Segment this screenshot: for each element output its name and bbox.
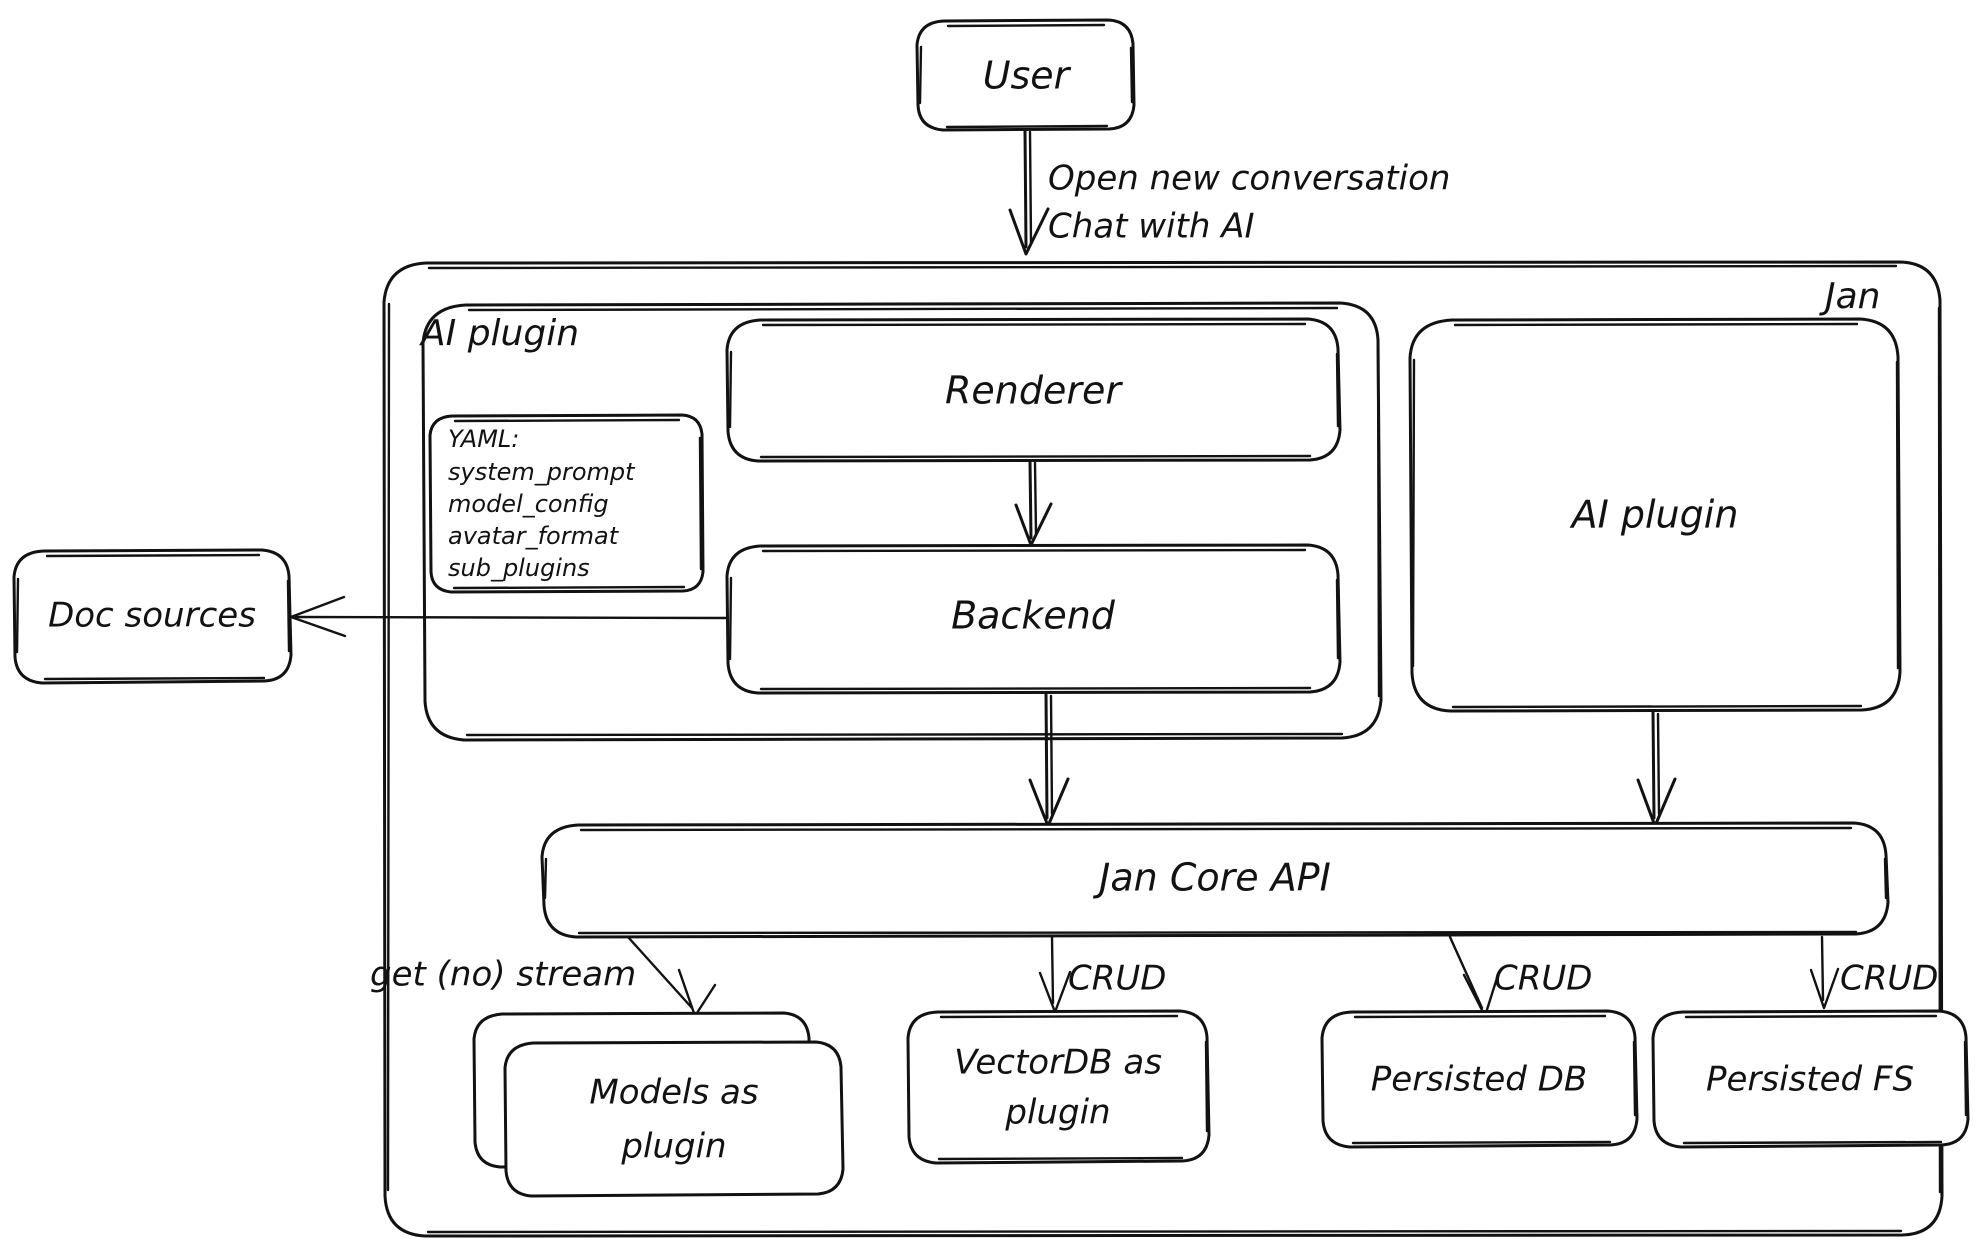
node-vectordb-plugin[interactable]: VectorDB as plugin (906, 1009, 1211, 1165)
node-persisted-db[interactable]: Persisted DB (1320, 1009, 1639, 1149)
edge-line-coreapi-vectordb (1050, 935, 1055, 1005)
edge-core-api-to-persisted-db: CRUD (1448, 935, 1592, 1018)
persisted-fs-box-outline (1651, 1009, 1970, 1149)
node-models-plugin[interactable]: Models as plugin (472, 1011, 845, 1198)
node-doc-sources[interactable]: Doc sources (12, 548, 293, 685)
node-jan-core-api[interactable]: Jan Core API (540, 821, 1890, 939)
arrowhead-coreapi-persistedfs (1809, 967, 1840, 1010)
group-label-jan: Jan (1819, 276, 1881, 317)
edge-line-backend-docsources (294, 615, 729, 620)
edge-core-api-to-vectordb: CRUD (1038, 935, 1166, 1014)
edge-line-aiplugin-coreapi (1651, 709, 1656, 820)
node-label-doc-sources: Doc sources (48, 596, 256, 636)
edge-line-backend-coreapi-overlay (1049, 694, 1054, 816)
edge-line-aiplugin-coreapi-overlay (1656, 712, 1661, 816)
renderer-box-outline (725, 317, 1342, 463)
ai-plugin-container-sketch-overlay (465, 306, 1381, 737)
node-label-vectordb-line1: VectorDB as (954, 1043, 1162, 1083)
backend-box-outline (725, 543, 1342, 695)
node-label-backend: Backend (951, 594, 1116, 638)
arrowhead-user-renderer (1008, 207, 1050, 256)
node-renderer[interactable]: Renderer (725, 317, 1342, 463)
doc-sources-box-sketch-overlay (15, 553, 291, 681)
jan-core-api-box-sketch-overlay (543, 826, 1888, 935)
yaml-title: YAML: (448, 425, 519, 453)
group-label-ai-plugin: AI plugin (419, 313, 579, 354)
node-label-models-plugin-line2: plugin (620, 1127, 726, 1167)
arrowhead-backend-docsources (289, 595, 347, 638)
models-plugin-box-front (503, 1040, 845, 1198)
node-label-jan-core-api: Jan Core API (1092, 856, 1331, 900)
renderer-box-sketch-overlay (728, 322, 1340, 459)
yaml-key-sub-plugins: sub_plugins (448, 554, 590, 582)
edge-label-crud-vectordb: CRUD (1068, 959, 1166, 999)
backend-box-sketch-overlay (728, 548, 1340, 691)
node-persisted-fs[interactable]: Persisted FS (1651, 1009, 1970, 1149)
edge-backend-to-doc-sources (289, 595, 729, 638)
edge-line-coreapi-models (626, 935, 694, 1010)
yaml-key-avatar-format: avatar_format (448, 522, 620, 550)
edge-line-user-renderer-overlay (1028, 130, 1033, 245)
edge-core-api-to-models: get (no) stream (370, 935, 717, 1018)
yaml-key-system-prompt: system_prompt (448, 458, 636, 486)
user-box-outline (915, 18, 1136, 132)
edge-line-backend-coreapi (1044, 691, 1049, 820)
node-label-vectordb-line2: plugin (1004, 1093, 1110, 1133)
edge-line-user-renderer (1023, 128, 1028, 249)
persisted-db-box-sketch-overlay (1351, 1014, 1637, 1145)
edge-core-api-to-persisted-fs: CRUD (1809, 935, 1938, 1010)
node-label-renderer: Renderer (945, 369, 1123, 413)
doc-sources-box-outline (12, 548, 293, 685)
node-label-models-plugin-line1: Models as (589, 1073, 758, 1113)
jan-container-sketch-overlay (386, 264, 1942, 1234)
edge-label-chat-with-ai: Chat with AI (1048, 207, 1255, 247)
edge-user-to-renderer: Open new conversation Chat with AI (1008, 128, 1450, 256)
node-backend[interactable]: Backend (725, 543, 1342, 695)
edge-label-crud-persisted-db: CRUD (1494, 959, 1592, 999)
ai-plugin-right-box-outline (1408, 317, 1902, 713)
node-yaml-config[interactable]: YAML: system_prompt model_config avatar_… (428, 413, 705, 594)
edge-line-renderer-backend-overlay (1033, 461, 1038, 536)
ai-plugin-right-box-sketch-overlay (1411, 322, 1900, 709)
node-label-user: User (983, 54, 1072, 98)
user-box-sketch-overlay (918, 23, 1134, 129)
vectordb-plugin-box-outline (906, 1009, 1211, 1165)
yaml-key-model-config: model_config (448, 490, 609, 518)
edge-line-renderer-backend (1028, 459, 1033, 540)
jan-core-api-box-outline (540, 821, 1890, 939)
edge-label-open-conversation: Open new conversation (1048, 159, 1450, 199)
node-ai-plugin-right[interactable]: AI plugin (1408, 317, 1902, 713)
node-label-persisted-db: Persisted DB (1371, 1060, 1587, 1100)
node-label-persisted-fs: Persisted FS (1706, 1060, 1914, 1100)
edge-line-coreapi-persistedfs (1820, 935, 1825, 1002)
persisted-fs-box-sketch-overlay (1682, 1014, 1968, 1145)
yaml-box-sketch-overlay (452, 418, 703, 590)
edge-label-get-no-stream: get (no) stream (370, 955, 636, 995)
persisted-db-box-outline (1320, 1009, 1639, 1149)
edge-label-crud-persisted-fs: CRUD (1840, 959, 1938, 999)
yaml-box-outline (428, 413, 705, 594)
edge-line-coreapi-persisteddb (1448, 935, 1484, 1010)
node-label-ai-plugin-right: AI plugin (1569, 493, 1739, 537)
vectordb-plugin-box-sketch-overlay (937, 1014, 1209, 1161)
node-user[interactable]: User (915, 18, 1136, 132)
